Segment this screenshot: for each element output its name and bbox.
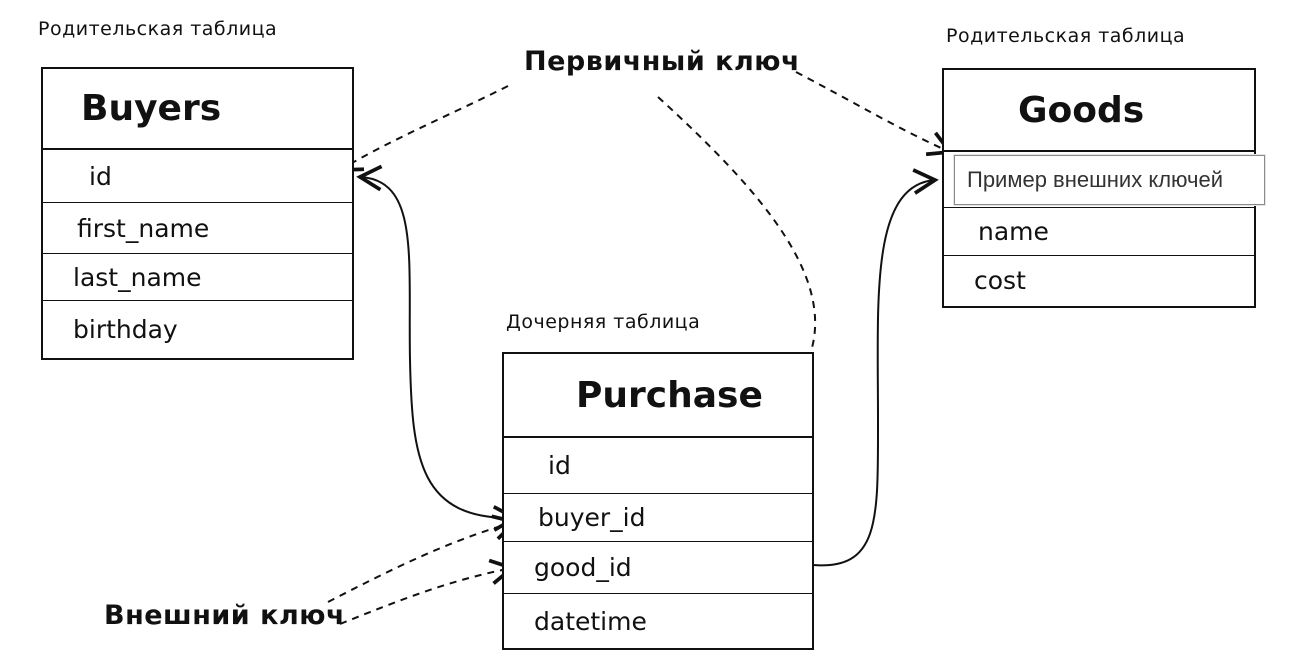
tooltip: Пример внешних ключей bbox=[954, 155, 1265, 205]
table-purchase: Purchase id buyer_id good_id datetime bbox=[502, 352, 814, 650]
annotation-foreign-key: Внешний ключ bbox=[104, 600, 345, 631]
buyers-field-first-name: first_name bbox=[43, 203, 352, 254]
purchase-field-id: id bbox=[504, 438, 812, 494]
table-purchase-title: Purchase bbox=[504, 354, 812, 438]
purchase-field-buyer-id: buyer_id bbox=[504, 494, 812, 542]
caption-buyers-parent: Родительская таблица bbox=[38, 18, 278, 40]
buyers-field-birthday: birthday bbox=[73, 314, 178, 344]
caption-goods-parent: Родительская таблица bbox=[946, 25, 1186, 47]
table-buyers-title: Buyers bbox=[43, 69, 352, 150]
buyers-field-id: id bbox=[43, 150, 352, 203]
fk-link-good bbox=[812, 168, 939, 567]
fk-link-buyer bbox=[356, 164, 519, 532]
pk-arrow-purchase bbox=[657, 96, 817, 455]
annotation-primary-key: Первичный ключ bbox=[524, 46, 801, 77]
pk-arrow-goods bbox=[795, 71, 954, 157]
table-goods-title: Goods bbox=[944, 70, 1254, 152]
pk-arrow-buyers bbox=[336, 85, 509, 172]
table-buyers: Buyers id first_name last_name birthday bbox=[41, 67, 354, 360]
buyers-field-last-name: last_name bbox=[43, 254, 352, 301]
fk-arrow-buyer-id bbox=[327, 514, 519, 603]
goods-field-cost: cost bbox=[974, 266, 1026, 295]
goods-field-name: name bbox=[944, 208, 1254, 256]
purchase-field-good-id: good_id bbox=[504, 542, 812, 594]
purchase-field-datetime: datetime bbox=[534, 606, 647, 636]
fk-arrow-good-id bbox=[339, 558, 516, 625]
goods-field-id bbox=[944, 152, 1254, 208]
caption-purchase-child: Дочерняя таблица bbox=[506, 311, 701, 333]
